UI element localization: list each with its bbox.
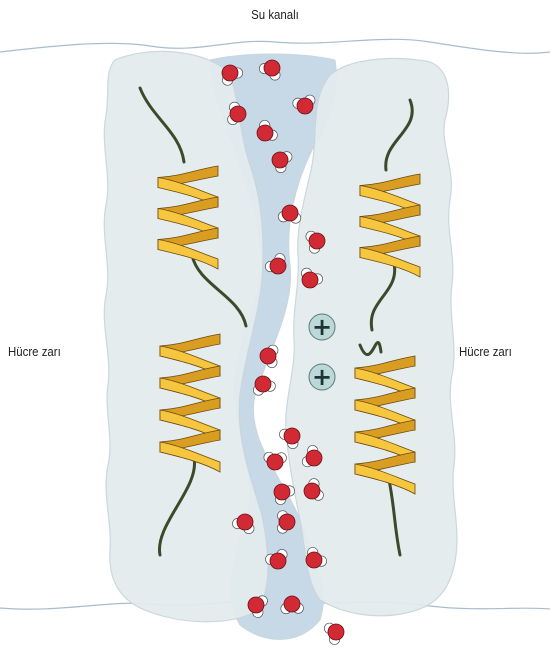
membrane-label-left: Hücre zarı (8, 344, 61, 359)
oxygen-atom (248, 597, 264, 613)
oxygen-atom (255, 376, 271, 392)
oxygen-atom (309, 233, 325, 249)
charge-symbol: + (312, 313, 332, 341)
oxygen-atom (302, 272, 318, 288)
oxygen-atom (222, 65, 238, 81)
oxygen-atom (297, 98, 313, 114)
oxygen-atom (230, 106, 246, 122)
oxygen-atom (257, 125, 273, 141)
positive-charge-icon: + (309, 313, 335, 341)
oxygen-atom (282, 205, 298, 221)
protein-subunit-left (104, 51, 268, 621)
charge-symbol: + (312, 363, 332, 391)
oxygen-atom (306, 450, 322, 466)
membrane-top-line (0, 39, 550, 53)
oxygen-atom (272, 152, 288, 168)
oxygen-atom (264, 60, 280, 76)
water-channel-label: Su kanalı (33, 7, 517, 22)
oxygen-atom (270, 553, 286, 569)
oxygen-atom (328, 624, 344, 640)
water-molecule (253, 376, 275, 395)
oxygen-atom (284, 428, 300, 444)
water-molecule (324, 623, 344, 644)
oxygen-atom (304, 483, 320, 499)
oxygen-atom (279, 514, 295, 530)
oxygen-atom (274, 484, 290, 500)
membrane-label-right: Hücre zarı (459, 344, 512, 359)
oxygen-atom (306, 552, 322, 568)
oxygen-atom (270, 258, 286, 274)
oxygen-atom (260, 348, 276, 364)
oxygen-atom (284, 596, 300, 612)
oxygen-atom (267, 454, 283, 470)
oxygen-atom (237, 514, 253, 530)
positive-charge-icon: + (309, 363, 335, 391)
water-molecule (279, 428, 300, 449)
